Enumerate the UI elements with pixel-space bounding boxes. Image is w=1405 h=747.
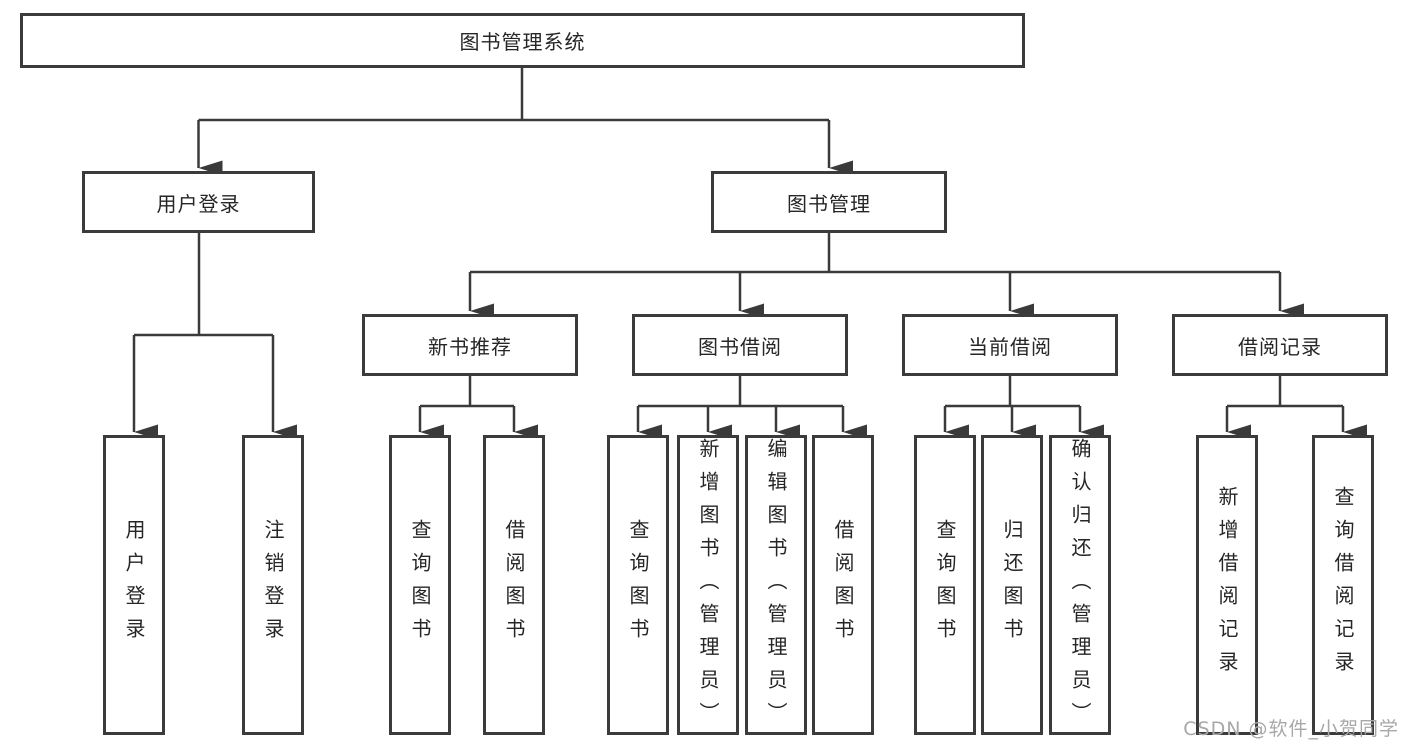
node-root: 图书管理系统 xyxy=(20,13,1025,68)
leaf-rc-add-record: 新增借阅记录 xyxy=(1196,435,1258,735)
node-borrow-record: 借阅记录 xyxy=(1172,314,1388,376)
leaf-bb-query-book: 查询图书 xyxy=(607,435,669,735)
leaf-user-login-label: 用户登录 xyxy=(122,519,146,651)
leaf-cur-query-book: 查询图书 xyxy=(914,435,976,735)
csdn-watermark: CSDN @软件_小贺同学 xyxy=(1183,718,1399,740)
leaf-rec-query-book-label: 查询图书 xyxy=(408,519,432,651)
connector-current-borrow-to-leaves xyxy=(943,376,1104,440)
leaf-rec-query-book: 查询图书 xyxy=(389,435,451,735)
leaf-bb-add-book-label: 新增图书（管理员） xyxy=(696,438,720,735)
connector-new-book-rec-to-leaves xyxy=(418,376,538,440)
leaf-cur-return-book-label: 归还图书 xyxy=(1000,519,1024,651)
leaf-bb-query-book-label: 查询图书 xyxy=(626,519,650,651)
leaf-rc-add-record-label: 新增借阅记录 xyxy=(1215,486,1239,684)
connector-user-login-to-leaves xyxy=(132,233,297,440)
leaf-rec-borrow-book: 借阅图书 xyxy=(483,435,545,735)
node-borrow-record-label: 借阅记录 xyxy=(1238,334,1322,359)
node-current-borrow: 当前借阅 xyxy=(902,314,1118,376)
leaf-bb-borrow-book: 借阅图书 xyxy=(812,435,874,735)
leaf-rec-borrow-book-label: 借阅图书 xyxy=(502,519,526,651)
node-book-mgmt-label: 图书管理 xyxy=(787,191,871,216)
leaf-cur-return-book: 归还图书 xyxy=(981,435,1043,735)
leaf-logout: 注销登录 xyxy=(242,435,304,735)
leaf-bb-borrow-book-label: 借阅图书 xyxy=(831,519,855,651)
node-root-label: 图书管理系统 xyxy=(459,30,586,54)
leaf-bb-edit-book-label: 编辑图书（管理员） xyxy=(764,438,788,735)
leaf-cur-confirm-return-label: 确认归还（管理员） xyxy=(1068,438,1092,735)
node-new-book-rec: 新书推荐 xyxy=(362,314,578,376)
node-user-login: 用户登录 xyxy=(82,171,315,233)
node-book-borrow-label: 图书借阅 xyxy=(698,334,782,359)
node-user-login-label: 用户登录 xyxy=(156,191,241,216)
leaf-logout-label: 注销登录 xyxy=(261,519,285,651)
leaf-bb-edit-book: 编辑图书（管理员） xyxy=(745,435,807,735)
leaf-user-login: 用户登录 xyxy=(103,435,165,735)
node-book-borrow: 图书借阅 xyxy=(632,314,848,376)
connector-root-to-level2 xyxy=(197,68,853,176)
leaf-rc-query-record-label: 查询借阅记录 xyxy=(1331,486,1355,684)
node-new-book-rec-label: 新书推荐 xyxy=(428,334,512,359)
leaf-cur-query-book-label: 查询图书 xyxy=(933,519,957,651)
leaf-bb-add-book: 新增图书（管理员） xyxy=(677,435,739,735)
leaf-cur-confirm-return: 确认归还（管理员） xyxy=(1049,435,1111,735)
connector-book-mgmt-to-level3 xyxy=(468,233,1304,319)
connector-borrow-record-to-leaves xyxy=(1225,376,1367,440)
node-book-mgmt: 图书管理 xyxy=(711,171,947,233)
node-current-borrow-label: 当前借阅 xyxy=(968,334,1052,359)
leaf-rc-query-record: 查询借阅记录 xyxy=(1312,435,1374,735)
connector-book-borrow-to-leaves xyxy=(636,376,867,440)
